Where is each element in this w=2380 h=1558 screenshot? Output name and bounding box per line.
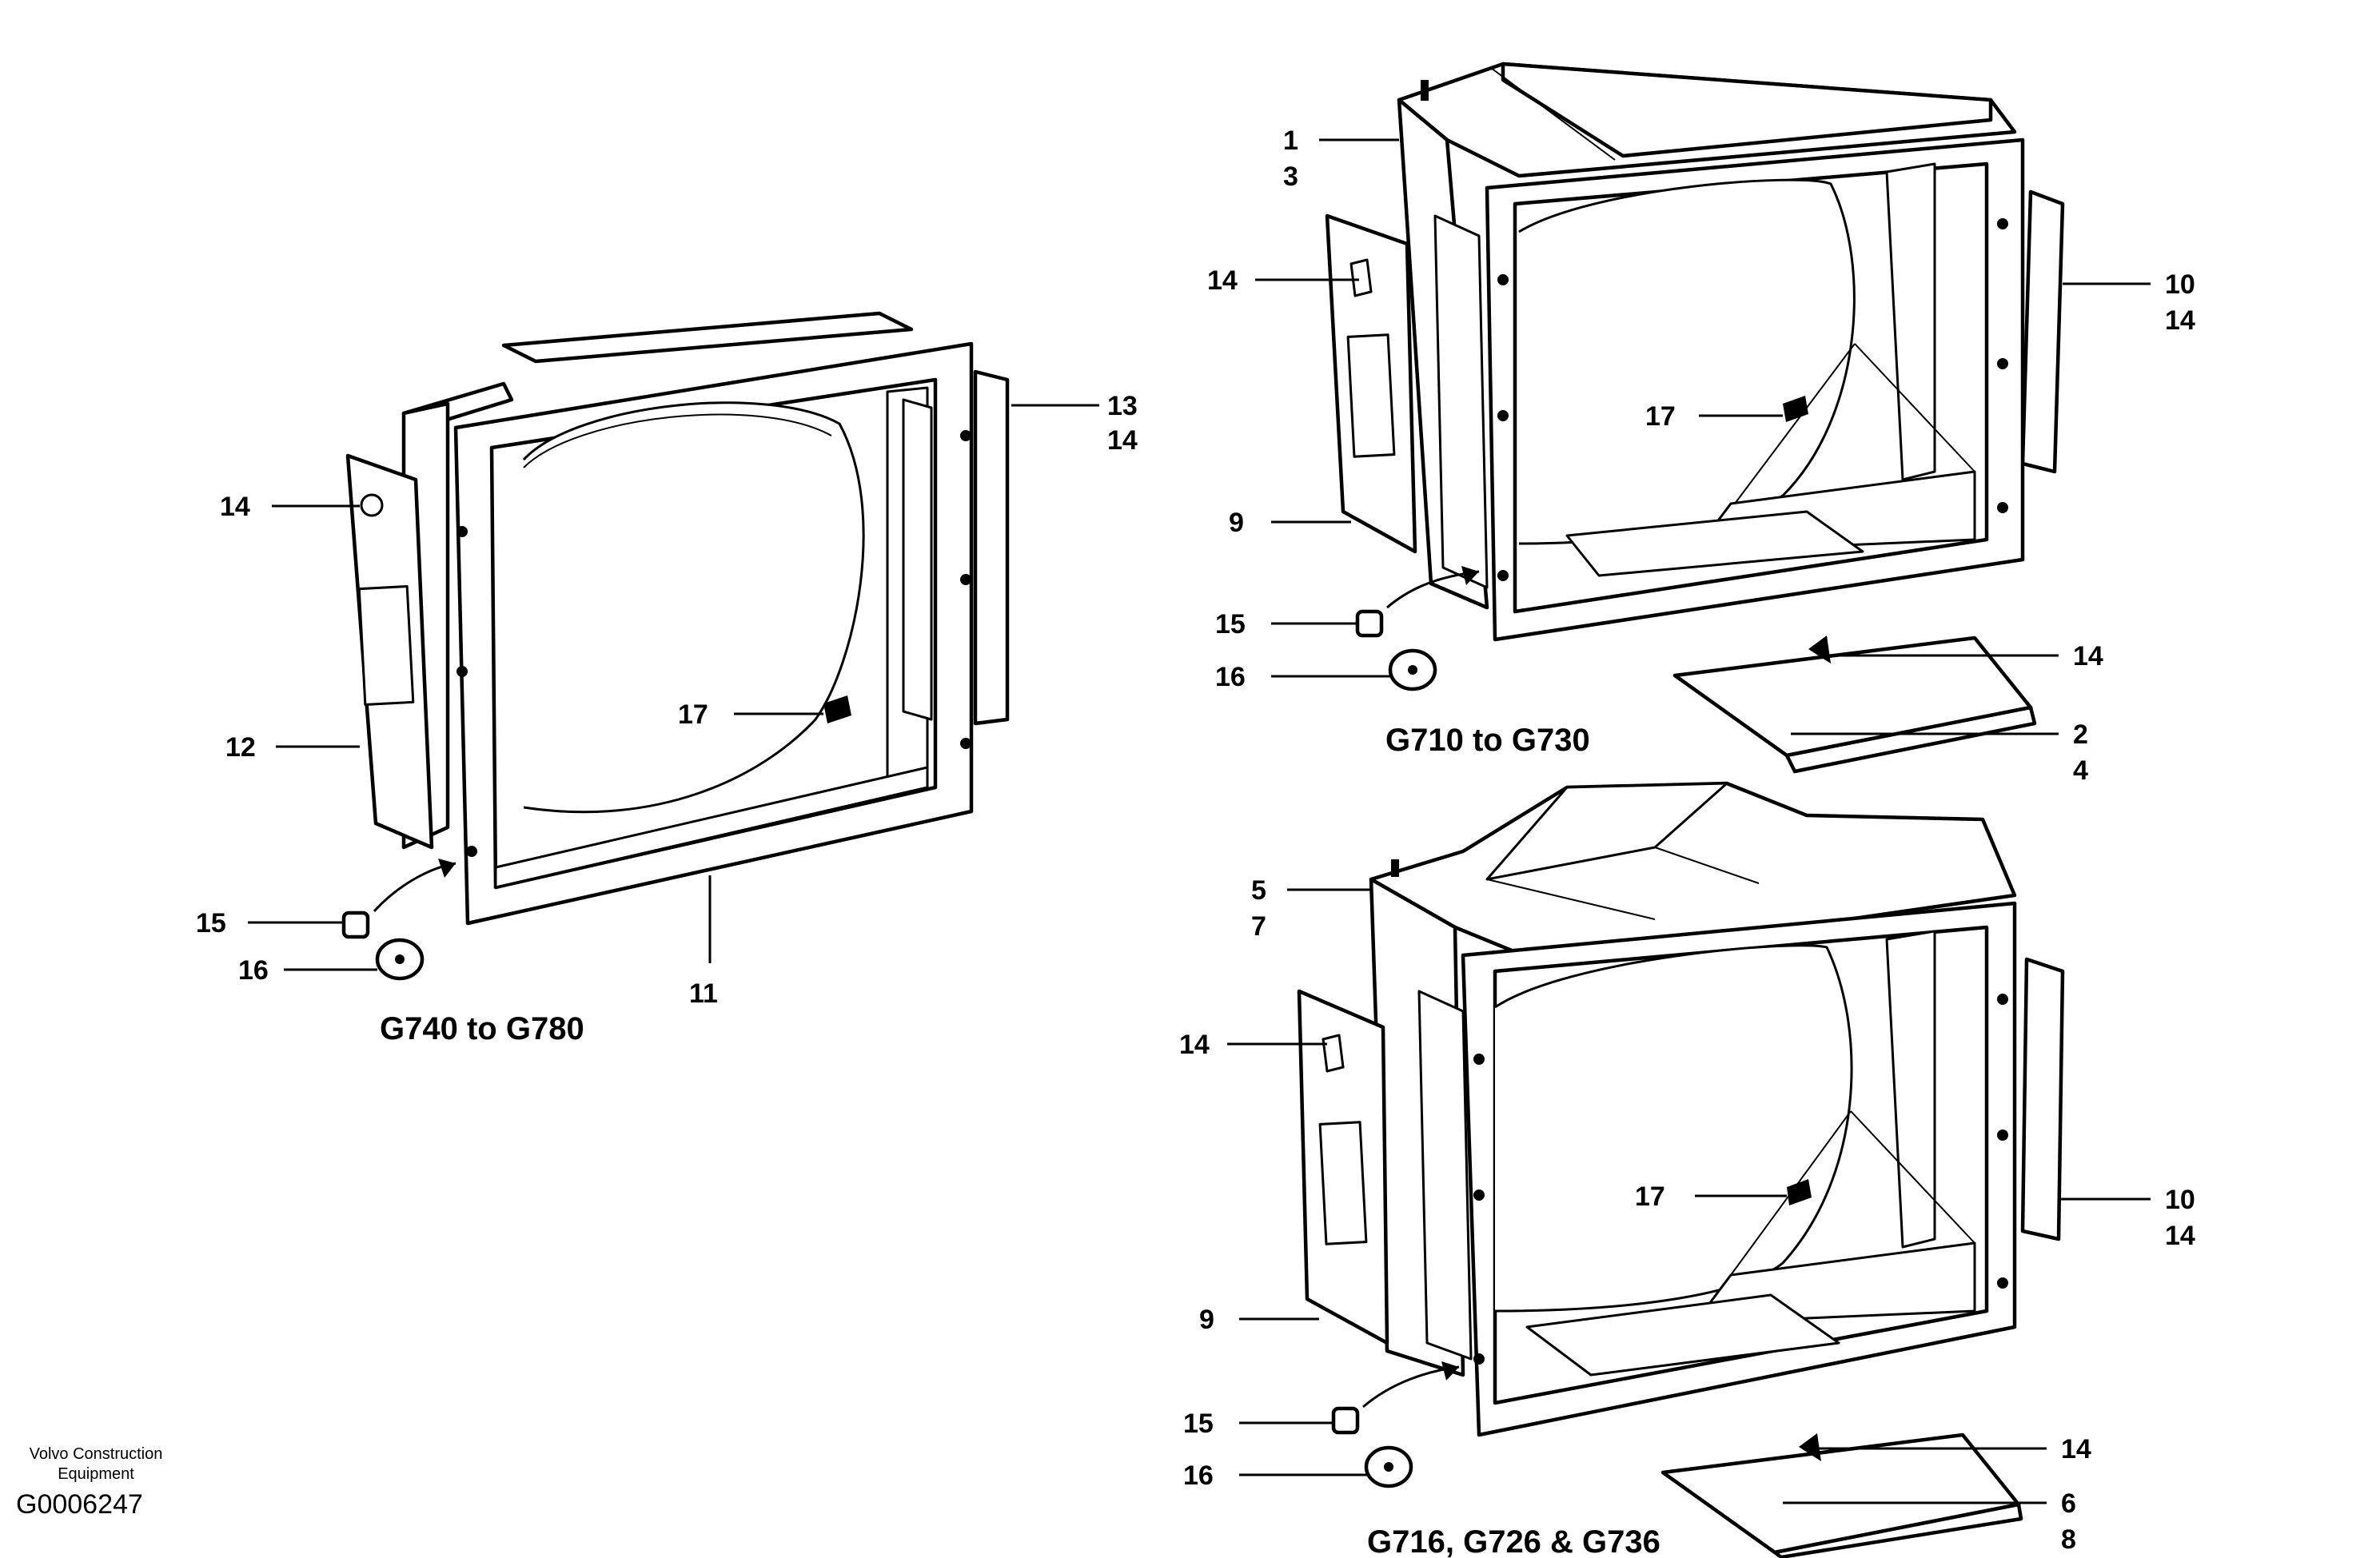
fastener-set-top-right	[1355, 566, 1480, 691]
callout-label: 15	[1215, 609, 1246, 640]
callout-label: 16	[1215, 662, 1246, 692]
side-cover-plate-left	[345, 453, 434, 850]
view-g716-g726-g736: 5 7 14 17 10 14 9 15 16 14 6 8 G716, G72…	[1179, 781, 2195, 1558]
callout-label: 3	[1283, 161, 1298, 192]
callout-label: 9	[1199, 1305, 1214, 1335]
callout-label: 14	[2165, 305, 2195, 336]
fan-shroud-assembly-bottom-right	[1369, 781, 2065, 1437]
callout-label: 9	[1229, 508, 1244, 538]
callout-label: 14	[1107, 425, 1138, 456]
brand-line-2: Equipment	[58, 1465, 134, 1483]
leader-lines-bottom-right	[1227, 888, 2151, 1504]
fan-shroud-assembly-top-right	[1397, 62, 2065, 642]
callout-label: 14	[1207, 265, 1238, 296]
bottom-cover-plate-top-right	[1672, 636, 2037, 774]
fastener-set-left	[341, 859, 456, 981]
callout-label: 12	[225, 732, 256, 763]
callout-label: 14	[1179, 1030, 1210, 1060]
callout-label: 15	[196, 908, 226, 938]
callout-label: 5	[1251, 875, 1266, 906]
callout-label: 10	[2165, 269, 2195, 300]
callout-label: 16	[1183, 1460, 1214, 1491]
callouts-bottom-right: 5 7 14 17 10 14 9 15 16 14 6 8	[1179, 875, 2195, 1555]
side-cover-plate-bottom-right	[1297, 989, 1389, 1345]
callout-label: 13	[1107, 391, 1138, 421]
callout-label: 4	[2073, 755, 2088, 786]
callout-label: 1	[1283, 126, 1298, 156]
callout-label: 10	[2165, 1185, 2195, 1215]
side-cover-plate-top-right	[1325, 213, 1417, 554]
bolt-15	[1331, 1406, 1360, 1435]
fastener-set-bottom-right	[1331, 1361, 1460, 1488]
leader-lines-top-right	[1255, 138, 2151, 735]
callout-label: 17	[678, 699, 708, 730]
view-caption: G716, G726 & G736	[1367, 1524, 1660, 1558]
view-caption: G740 to G780	[380, 1011, 584, 1046]
fan-shroud-assembly-left	[401, 311, 1010, 926]
callouts-top-right: 1 3 14 10 14 17 9 15 16 14 2 4	[1207, 126, 2195, 786]
bottom-cover-plate-bottom-right	[1660, 1432, 2023, 1558]
callouts-left: 13 14 14 17 12 15 16 11	[196, 391, 1138, 1009]
leader-lines-left	[248, 404, 1099, 971]
view-g740-g780: 13 14 14 17 12 15 16 11 G740 to G780	[196, 311, 1138, 1046]
callout-label: 11	[689, 978, 718, 1009]
callout-label: 6	[2061, 1488, 2076, 1519]
callout-label: 17	[1635, 1181, 1665, 1212]
brand-line-1: Volvo Construction	[30, 1445, 163, 1463]
callout-label: 14	[2073, 641, 2103, 671]
view-caption: G710 to G730	[1385, 723, 1590, 758]
callout-label: 16	[238, 955, 269, 986]
footer: Volvo Construction Equipment G0006247	[16, 1445, 162, 1520]
drawing-code: G0006247	[16, 1489, 143, 1520]
callout-label: 17	[1645, 401, 1676, 432]
callout-label: 14	[220, 492, 250, 522]
callout-label: 14	[2165, 1221, 2195, 1251]
callout-label: 7	[1251, 911, 1266, 942]
callout-label: 8	[2061, 1524, 2076, 1555]
view-g710-g730: 1 3 14 10 14 17 9 15 16 14 2 4 G710 to G…	[1207, 62, 2195, 786]
bolt-15	[1355, 609, 1384, 638]
callout-label: 14	[2061, 1434, 2091, 1464]
bolt-15	[341, 910, 370, 939]
callout-label: 2	[2073, 719, 2088, 750]
callout-label: 15	[1183, 1409, 1214, 1439]
